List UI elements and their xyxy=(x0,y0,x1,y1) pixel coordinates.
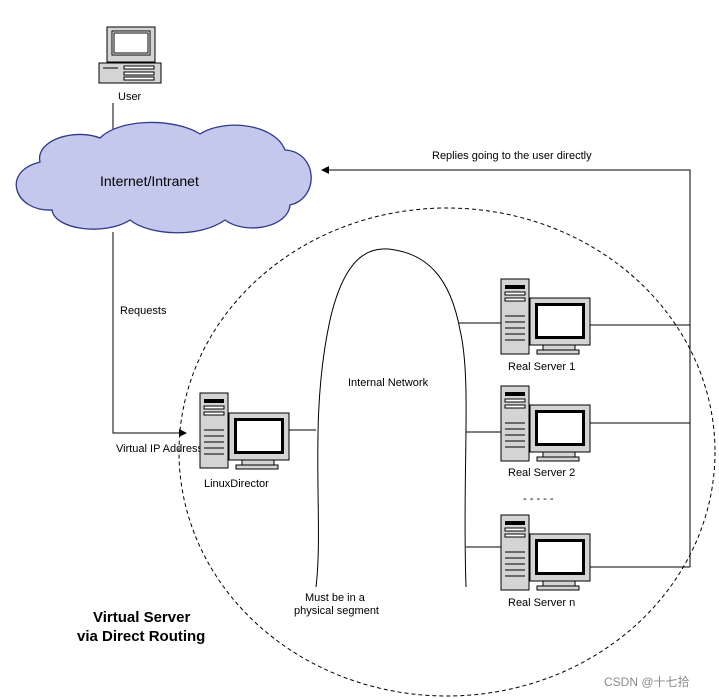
vip-label: Virtual IP Address xyxy=(116,443,204,455)
diagram-title-line2: via Direct Routing xyxy=(77,628,205,645)
requests-label: Requests xyxy=(120,305,167,317)
real-server-2-label: Real Server 2 xyxy=(508,467,575,479)
user-label: User xyxy=(118,91,142,103)
servers-ellipsis: - - - - - xyxy=(523,493,554,505)
real-server-n-label: Real Server n xyxy=(508,597,575,609)
internal-network-segment xyxy=(315,248,467,588)
segment-note-line2: physical segment xyxy=(294,605,379,617)
real-server-1-computer-icon xyxy=(500,278,591,355)
internal-network-label: Internal Network xyxy=(348,377,429,389)
segment-note-line1: Must be in a xyxy=(305,592,366,604)
real-server-1-label: Real Server 1 xyxy=(508,361,575,373)
internet-cloud xyxy=(15,121,312,234)
real-server-n-computer-icon xyxy=(500,514,591,591)
cluster-boundary xyxy=(178,207,716,697)
csdn-watermark: CSDN @十七拾 xyxy=(604,674,690,689)
diagram-title-line1: Virtual Server xyxy=(93,609,190,626)
cloud-label: Internet/Intranet xyxy=(100,173,199,189)
director-label: LinuxDirector xyxy=(204,478,269,490)
real-server-2-computer-icon xyxy=(500,385,591,462)
director-computer-icon xyxy=(199,392,290,470)
user-computer-icon xyxy=(98,26,162,84)
replies-label: Replies going to the user directly xyxy=(432,150,592,162)
replies-path xyxy=(321,166,691,567)
requests-path xyxy=(112,232,187,437)
